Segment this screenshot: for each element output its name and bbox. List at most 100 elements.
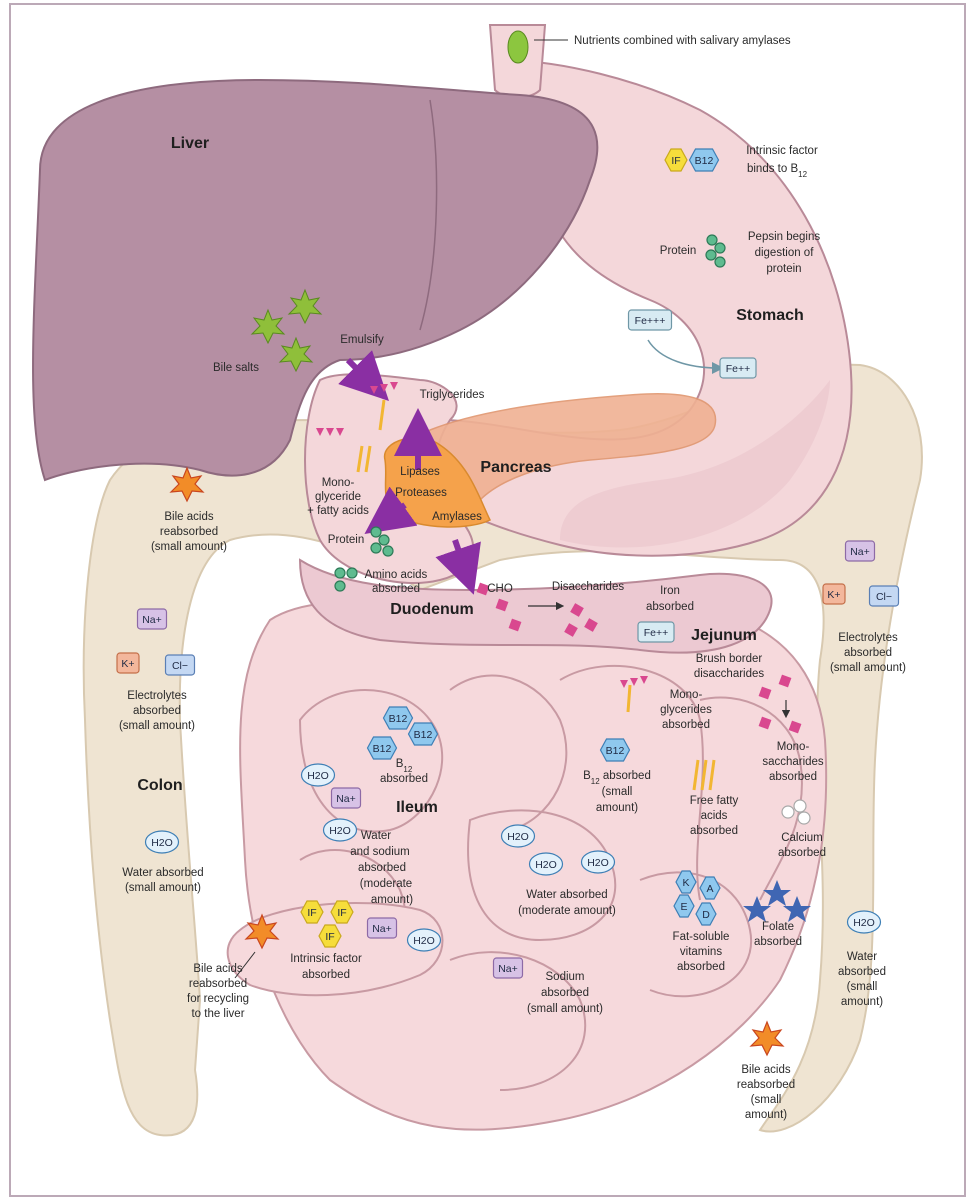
vitamin-e-chip: E bbox=[673, 894, 695, 918]
b12-chip-shape bbox=[382, 706, 414, 730]
water-colon-label-1: Water absorbed bbox=[122, 867, 203, 879]
if-chip-shape bbox=[318, 924, 342, 948]
electrolytes-right-label-1: Electrolytes bbox=[838, 632, 898, 644]
iron-label-2: absorbed bbox=[646, 601, 694, 613]
electrolytes-left-label-3: (small amount) bbox=[119, 720, 195, 732]
k-chip: K+ bbox=[116, 652, 140, 674]
bile-acid-icon bbox=[169, 466, 785, 1057]
b12-chip-shape bbox=[688, 148, 720, 172]
k-chip-shape bbox=[822, 583, 846, 605]
vitamin-d-chip-text: D bbox=[702, 909, 710, 921]
if-chip: IF bbox=[300, 900, 324, 924]
fatty-acid-icon bbox=[356, 399, 716, 791]
if-chip-text: IF bbox=[671, 155, 680, 167]
h2o-chip: H2O bbox=[406, 928, 442, 952]
b12-small-label-2: (small bbox=[602, 786, 633, 798]
calcium-icon bbox=[781, 799, 811, 825]
water-sodium-label-4: (moderate bbox=[360, 878, 412, 890]
bile-recycle-label-2: reabsorbed bbox=[189, 978, 247, 990]
b12-ileum-label-2: absorbed bbox=[380, 773, 428, 785]
amylases-label: Amylases bbox=[432, 511, 482, 523]
h2o-chip: H2O bbox=[846, 910, 882, 934]
monoglyceride-label-1: Mono- bbox=[322, 477, 355, 489]
bile-left-label-3: (small amount) bbox=[151, 541, 227, 553]
calcium-label-1: Calcium bbox=[781, 832, 823, 844]
na-chip: Na+ bbox=[136, 608, 168, 630]
cho-label: CHO bbox=[487, 583, 513, 595]
bile-right-label-1: Bile acids bbox=[741, 1064, 790, 1076]
nutrients-label: Nutrients combined with salivary amylase… bbox=[574, 35, 791, 47]
b12-small-label-1: B12 absorbed bbox=[583, 770, 651, 786]
monoglyceride-icon bbox=[620, 676, 648, 688]
h2o-chip-text: H2O bbox=[507, 831, 529, 843]
sodium-small-label-2: absorbed bbox=[541, 987, 589, 999]
triglyceride-icon bbox=[316, 382, 398, 436]
b12-chip: B12 bbox=[382, 706, 414, 730]
stomach-label: Stomach bbox=[736, 307, 804, 324]
b12-chip: B12 bbox=[366, 736, 398, 760]
bile-left-label-2: reabsorbed bbox=[160, 526, 218, 538]
fe-chip-shape bbox=[627, 309, 673, 331]
sugar-icon bbox=[476, 582, 802, 734]
bile-right-label-4: amount) bbox=[745, 1109, 787, 1121]
h2o-chip-text: H2O bbox=[587, 857, 609, 869]
water-colon-label-2: (small amount) bbox=[125, 882, 201, 894]
cl-chip: Cl− bbox=[164, 654, 196, 676]
frame bbox=[9, 3, 966, 1197]
folate-label-1: Folate bbox=[762, 921, 794, 933]
b12-chip-text: B12 bbox=[606, 745, 625, 757]
if-chip-shape bbox=[330, 900, 354, 924]
h2o-chip-text: H2O bbox=[853, 917, 875, 929]
h2o-chip-shape bbox=[300, 763, 336, 787]
vitamin-e-chip-text: E bbox=[680, 901, 687, 913]
cl-chip-shape bbox=[868, 585, 900, 607]
electrolytes-left-label-1: Electrolytes bbox=[127, 690, 187, 702]
b12-small-label-3: amount) bbox=[596, 802, 638, 814]
h2o-chip-shape bbox=[580, 850, 616, 874]
intrinsic-label-2: binds to B12 bbox=[747, 163, 808, 179]
protein-duodenum-label: Protein bbox=[328, 534, 364, 546]
fe-chip: Fe++ bbox=[637, 621, 675, 643]
nutrient-bolus bbox=[507, 30, 529, 64]
fe-chip: Fe+++ bbox=[627, 309, 673, 331]
vitamin-k-chip-text: K bbox=[682, 877, 689, 889]
h2o-chip: H2O bbox=[500, 824, 536, 848]
sodium-small-label-3: (small amount) bbox=[527, 1003, 603, 1015]
water-mod-label-1: Water absorbed bbox=[526, 889, 607, 901]
cl-chip-text: Cl− bbox=[172, 660, 188, 672]
monoglyceride-label-2: glyceride bbox=[315, 491, 361, 503]
bile-recycle-label-3: for recycling bbox=[187, 993, 249, 1005]
folate-label-2: absorbed bbox=[754, 936, 802, 948]
fe-chip: Fe++ bbox=[719, 357, 757, 379]
colon-label: Colon bbox=[137, 777, 182, 794]
bile-right-label-2: reabsorbed bbox=[737, 1079, 795, 1091]
brush-label-1: Brush border bbox=[696, 653, 763, 665]
brush-label-2: disaccharides bbox=[694, 668, 765, 680]
fe-chip-text: Fe++ bbox=[726, 363, 751, 375]
stomach-fold bbox=[560, 380, 830, 548]
bile-recycle-label-4: to the liver bbox=[191, 1008, 244, 1020]
if-chip-text: IF bbox=[307, 907, 316, 919]
amino-label-1: Amino acids bbox=[365, 569, 428, 581]
na-chip-text: Na+ bbox=[336, 793, 356, 805]
h2o-chip: H2O bbox=[144, 830, 180, 854]
fat-vitamins-label-2: vitamins bbox=[680, 946, 722, 958]
free-fatty-label-3: absorbed bbox=[690, 825, 738, 837]
amino-label-2: absorbed bbox=[372, 583, 420, 595]
intrinsic-abs-label-2: absorbed bbox=[302, 969, 350, 981]
protein-stomach-label: Protein bbox=[660, 245, 696, 257]
na-chip: Na+ bbox=[330, 787, 362, 809]
na-chip-shape bbox=[492, 957, 524, 979]
if-chip-shape bbox=[300, 900, 324, 924]
na-chip-shape bbox=[844, 540, 876, 562]
h2o-chip-text: H2O bbox=[151, 837, 173, 849]
liver-lobe-line bbox=[419, 99, 438, 331]
proteases-label: Proteases bbox=[395, 487, 447, 499]
if-chip: IF bbox=[318, 924, 342, 948]
h2o-chip-shape bbox=[528, 852, 564, 876]
b12-chip-text: B12 bbox=[373, 743, 392, 755]
monoglycerides-abs-label-1: Mono- bbox=[670, 689, 703, 701]
